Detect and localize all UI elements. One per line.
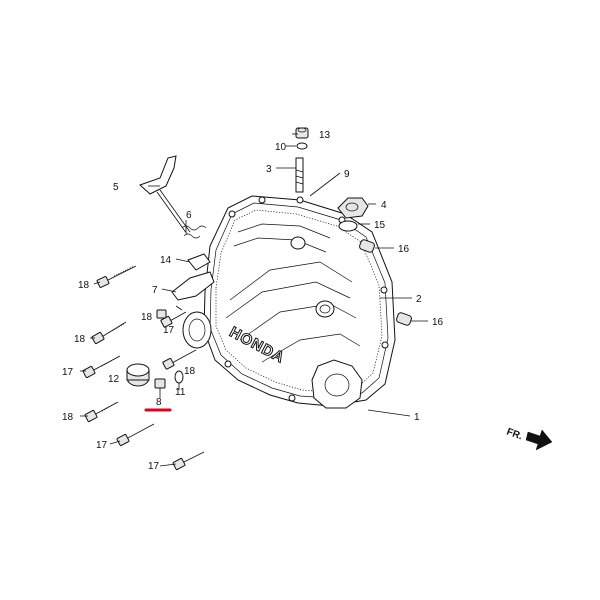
bolt-18-mid <box>91 321 127 345</box>
callout-7: 7 <box>152 285 158 296</box>
part-5-lever <box>139 155 191 235</box>
callout-17-c: 17 <box>96 440 108 451</box>
part-16-dowel-upper <box>359 239 375 253</box>
bolt-18-upper <box>96 265 137 288</box>
callout-16-a: 16 <box>398 244 410 255</box>
part-10-washer <box>296 142 308 150</box>
part-3-shaft <box>295 157 304 204</box>
bolt-17-left <box>82 355 121 379</box>
callout-2: 2 <box>416 294 422 305</box>
part-7-bracket <box>171 271 215 301</box>
callout-11: 11 <box>175 387 186 398</box>
callout-5: 5 <box>113 182 119 193</box>
part-12-plug <box>126 363 150 387</box>
leader-lines <box>80 133 428 467</box>
callout-18-e: 18 <box>62 412 74 423</box>
bolt-18-lower <box>84 401 119 423</box>
part-14-plate <box>187 253 211 271</box>
callout-10: 10 <box>275 142 287 153</box>
part-18-nut <box>156 309 167 319</box>
part-13-nut <box>295 127 309 139</box>
callout-13: 13 <box>319 130 331 141</box>
callout-18-b: 18 <box>141 312 153 323</box>
callout-12: 12 <box>108 374 120 385</box>
bolt-17-long-a <box>116 423 155 447</box>
part-11-washer <box>174 370 184 384</box>
part-4-cap <box>337 197 369 219</box>
front-direction-indicator: FR. <box>505 426 553 451</box>
part-8-nut <box>154 378 166 389</box>
callout-4: 4 <box>381 200 387 211</box>
callout-1: 1 <box>414 412 420 423</box>
callout-17-b: 17 <box>62 367 74 378</box>
callout-18-d: 18 <box>184 366 196 377</box>
bolt-17-long-b <box>172 451 205 471</box>
clutch-cover: HONDA <box>182 195 396 409</box>
front-arrow-icon <box>525 429 553 451</box>
callout-8: 8 <box>156 397 162 408</box>
callout-16-b: 16 <box>432 317 444 328</box>
callout-15: 15 <box>374 220 386 231</box>
callout-3: 3 <box>266 164 272 175</box>
callout-18-a: 18 <box>78 280 90 291</box>
front-label: FR. <box>505 426 524 442</box>
part-16-dowel-lower <box>396 312 412 326</box>
part-15-oring <box>338 220 358 232</box>
callout-18-c: 18 <box>74 334 86 345</box>
callout-6: 6 <box>186 210 192 221</box>
bolt-18-center <box>162 349 197 370</box>
callout-17-a: 17 <box>163 325 175 336</box>
callout-labels: 5 6 14 7 18 18 17 18 17 12 18 11 8 18 17… <box>62 130 444 472</box>
callout-17-d: 17 <box>148 461 160 472</box>
callout-14: 14 <box>160 255 172 266</box>
callout-9: 9 <box>344 169 350 180</box>
